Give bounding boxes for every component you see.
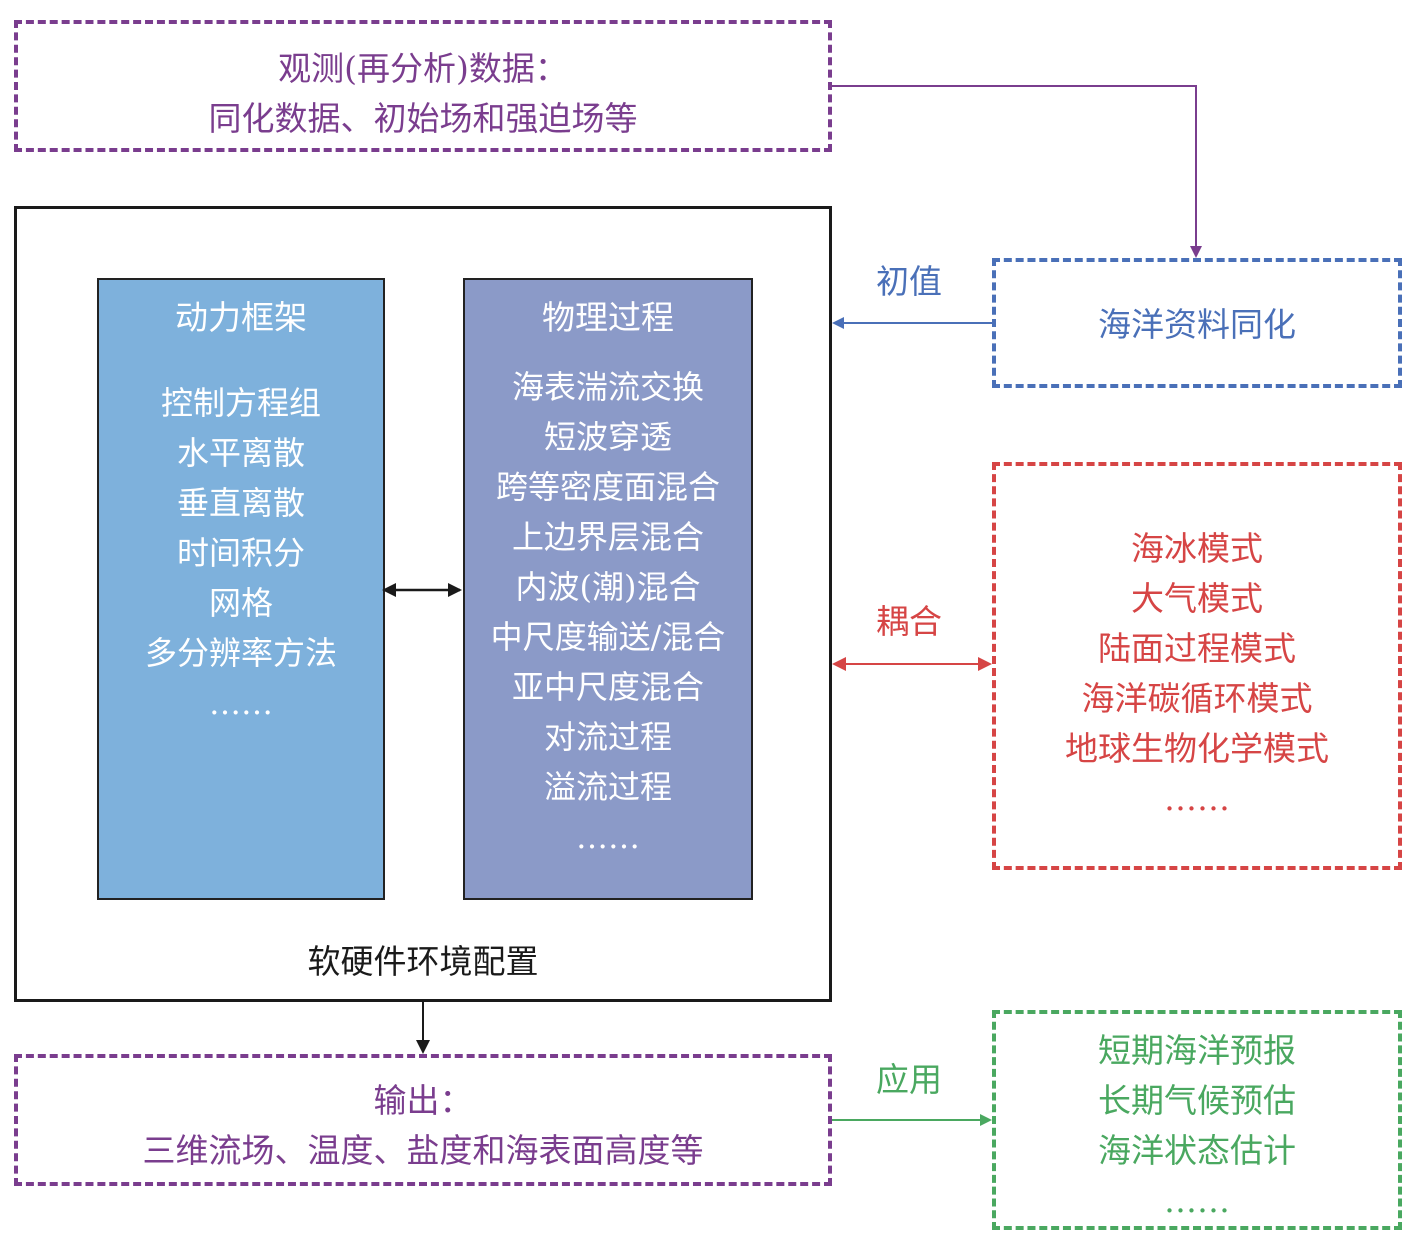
physics-item: 内波(潮)混合	[515, 568, 701, 606]
physics-column: 物理过程 海表湍流交换 短波穿透 跨等密度面混合 上边界层混合 内波(潮)混合 …	[463, 278, 753, 900]
application-item: ……	[1164, 1181, 1230, 1220]
output-text: 输出： 三维流场、温度、盐度和海表面高度等	[18, 1076, 828, 1176]
coupling-item: 地球生物化学模式	[1065, 729, 1329, 768]
physics-item: 溢流过程	[543, 768, 672, 806]
application-item: 短期海洋预报	[1098, 1031, 1296, 1070]
physics-item: 上边界层混合	[511, 518, 704, 556]
dynamics-items: 控制方程组 水平离散 垂直离散 时间积分 网格 多分辨率方法 ……	[99, 378, 383, 728]
dynamics-item: 多分辨率方法	[144, 634, 337, 672]
physics-item: 对流过程	[543, 718, 672, 756]
observation-text: 观测(再分析)数据： 同化数据、初始场和强迫场等	[18, 44, 828, 144]
physics-item: 短波穿透	[543, 418, 672, 456]
observation-line-2: 同化数据、初始场和强迫场等	[208, 99, 638, 138]
application-box: 短期海洋预报 长期气候预估 海洋状态估计 ……	[992, 1010, 1402, 1230]
physics-title: 物理过程	[542, 298, 674, 337]
output-box: 输出： 三维流场、温度、盐度和海表面高度等	[14, 1054, 832, 1186]
ocean-model-box: 动力框架 控制方程组 水平离散 垂直离散 时间积分 网格 多分辨率方法 …… 物…	[14, 206, 832, 1002]
dynamics-item: ……	[209, 684, 273, 722]
dynamics-column: 动力框架 控制方程组 水平离散 垂直离散 时间积分 网格 多分辨率方法 ……	[97, 278, 385, 900]
edge-label-initial-value: 初值	[876, 262, 942, 301]
physics-item: ……	[576, 818, 640, 856]
dynamics-item: 时间积分	[176, 534, 305, 572]
physics-item: 中尺度输送/混合	[490, 618, 726, 656]
assimilation-label: 海洋资料同化	[1098, 305, 1296, 344]
edge-label-coupling: 耦合	[876, 602, 942, 641]
physics-item: 跨等密度面混合	[495, 468, 720, 506]
dynamics-item: 网格	[208, 584, 273, 622]
application-item: 海洋状态估计	[1098, 1131, 1296, 1170]
environment-label: 软硬件环境配置	[307, 942, 539, 981]
coupling-item: ……	[1164, 779, 1230, 818]
coupling-box: 海冰模式 大气模式 陆面过程模式 海洋碳循环模式 地球生物化学模式 ……	[992, 462, 1402, 870]
output-line-2: 三维流场、温度、盐度和海表面高度等	[142, 1131, 704, 1170]
coupling-item: 大气模式	[1131, 579, 1263, 618]
physics-item: 海表湍流交换	[511, 368, 704, 406]
coupling-item: 陆面过程模式	[1098, 629, 1296, 668]
dynamics-title: 动力框架	[175, 298, 307, 337]
application-items: 短期海洋预报 长期气候预估 海洋状态估计 ……	[996, 1026, 1398, 1226]
coupling-item: 海洋碳循环模式	[1081, 679, 1313, 718]
arrow-observation-to-assimilation	[832, 85, 1202, 258]
dynamics-item: 控制方程组	[160, 384, 321, 422]
application-item: 长期气候预估	[1098, 1081, 1296, 1120]
output-line-1: 输出：	[373, 1081, 473, 1120]
coupling-items: 海冰模式 大气模式 陆面过程模式 海洋碳循环模式 地球生物化学模式 ……	[996, 524, 1398, 824]
dynamics-item: 垂直离散	[176, 484, 305, 522]
assimilation-box: 海洋资料同化	[992, 258, 1402, 388]
coupling-item: 海冰模式	[1131, 529, 1263, 568]
observation-line-1: 观测(再分析)数据：	[278, 49, 568, 88]
dynamics-item: 水平离散	[176, 434, 305, 472]
physics-items: 海表湍流交换 短波穿透 跨等密度面混合 上边界层混合 内波(潮)混合 中尺度输送…	[465, 362, 751, 862]
observation-box: 观测(再分析)数据： 同化数据、初始场和强迫场等	[14, 20, 832, 152]
edge-label-application: 应用	[876, 1060, 942, 1099]
physics-item: 亚中尺度混合	[511, 668, 704, 706]
